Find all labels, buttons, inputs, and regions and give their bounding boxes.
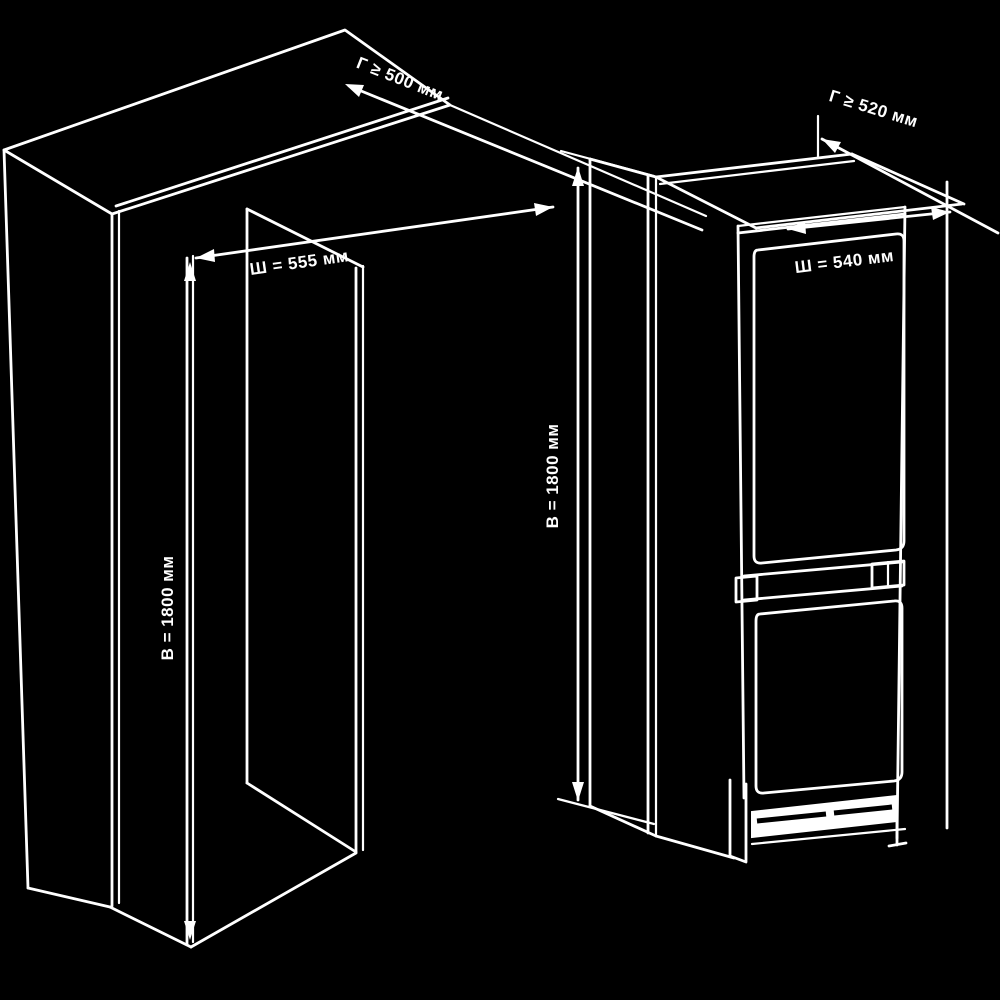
fridge-left-foot bbox=[728, 778, 748, 864]
niche-width-arrowhead-left-icon bbox=[196, 249, 215, 262]
cabinet-side-panel-top-edge bbox=[588, 157, 658, 179]
fridge-width-arrowhead-right-icon bbox=[931, 207, 950, 220]
niche-depth-label: Г ≥ 500 мм bbox=[354, 53, 446, 104]
niche-right-panel-bottom-edge bbox=[245, 781, 358, 854]
niche-bottom-front-left bbox=[108, 905, 193, 949]
cabinet-base-edge bbox=[654, 834, 736, 860]
fridge-top-front-line bbox=[736, 212, 907, 235]
niche-depth-arrow-line bbox=[347, 84, 704, 232]
fridge-right-hinge bbox=[870, 559, 906, 590]
fridge-depth-arrow-line bbox=[820, 137, 1000, 235]
fridge-base-line bbox=[750, 827, 907, 846]
fridge-left-edge bbox=[736, 224, 746, 800]
fridge-vent-slat-1 bbox=[756, 811, 827, 824]
fridge-height-arrowhead-top-icon bbox=[572, 167, 584, 186]
niche-width-label: Ш = 555 мм bbox=[249, 246, 350, 279]
fridge-upper-door bbox=[752, 232, 906, 565]
niche-height-arrowhead-top-icon bbox=[184, 262, 196, 281]
fridge-vent-slat-2 bbox=[833, 804, 893, 816]
fridge-width-arrowhead-left-icon bbox=[788, 221, 806, 234]
niche-outer-wall-bottom-edge bbox=[26, 886, 112, 909]
niche-width-arrowhead-right-icon bbox=[534, 203, 553, 216]
niche-width-arrow-line bbox=[194, 205, 555, 260]
cabinet-top-right-edge bbox=[850, 152, 966, 206]
cabinet-top-left-edge bbox=[654, 175, 758, 230]
cabinet-top-back-edge-2 bbox=[658, 159, 856, 186]
niche-right-panel-top-edge bbox=[245, 207, 365, 269]
niche-height-arrowhead-bottom-icon bbox=[184, 921, 196, 940]
fridge-depth-arrowhead-icon bbox=[822, 139, 841, 153]
niche-floor-front-edge bbox=[189, 851, 358, 949]
cabinet-top-front-edge bbox=[754, 202, 964, 230]
fridge-lower-door bbox=[754, 599, 904, 795]
fridge-height-label: В = 1800 мм bbox=[543, 424, 562, 529]
niche-depth-guide-line bbox=[448, 103, 708, 218]
niche-top-face-inner-edge bbox=[114, 96, 450, 208]
niche-height-label: В = 1800 мм bbox=[158, 556, 177, 661]
fridge-top-back-line bbox=[736, 205, 907, 228]
fridge-height-arrowhead-bottom-icon bbox=[572, 782, 584, 801]
niche-outer-wall-left-edge bbox=[2, 148, 30, 890]
fridge-diagram: Г ≥ 520 мм Ш = 540 мм В = 1800 мм bbox=[543, 86, 1000, 864]
fridge-width-arrow-line bbox=[786, 210, 952, 231]
fridge-width-label: Ш = 540 мм bbox=[794, 246, 895, 277]
fridge-height-extension-bottom bbox=[556, 797, 656, 826]
niche-depth-arrowhead-icon bbox=[345, 84, 364, 97]
cabinet-top-back-edge bbox=[654, 152, 854, 179]
cabinet-side-panel-bottom-edge bbox=[588, 804, 658, 838]
fridge-right-foot bbox=[887, 820, 908, 848]
niche-top-face bbox=[2, 28, 452, 216]
fridge-depth-label: Г ≥ 520 мм bbox=[827, 86, 920, 131]
fridge-left-hinge bbox=[734, 574, 759, 604]
